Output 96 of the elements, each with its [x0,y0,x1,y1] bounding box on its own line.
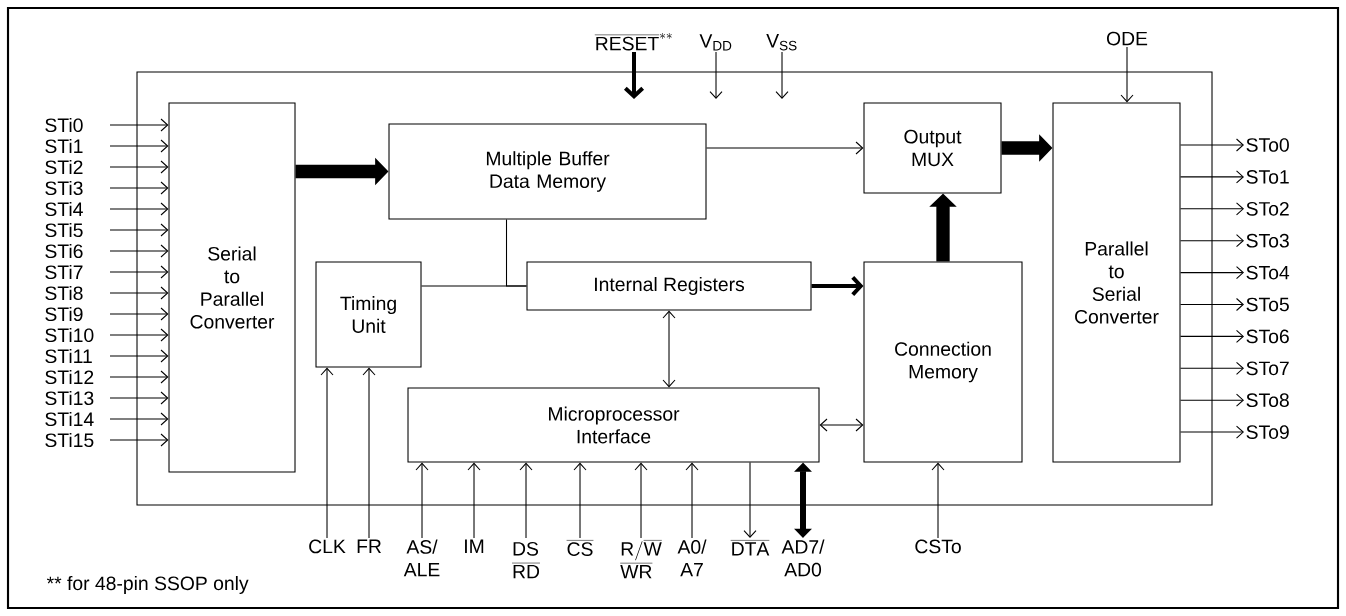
pin-label: CLK [309,539,346,554]
pin-label: STi3 [45,180,83,196]
pin-label: STi0 [45,117,83,133]
pin-label: STi5 [45,222,83,238]
pin-label: STi4 [45,201,83,217]
signal-arrow [320,367,334,539]
signal-arrow [362,367,376,539]
signal-arrow [1180,138,1244,152]
signal-arrow [1180,266,1244,280]
signal-arrow [931,462,945,539]
signal-arrow [109,118,169,132]
pin-label: ODE [1107,31,1148,46]
pin-label: STi6 [45,243,83,259]
pin-label: STi11 [45,348,92,364]
signal-arrow [819,418,864,432]
signal-arrow [109,286,169,300]
pin-label: STo2 [1246,201,1289,216]
chip-outline [136,71,1213,506]
signal-arrow [109,307,169,321]
pin-label: CSTo [915,539,961,554]
signal-arrow [109,349,169,363]
pin-label: STi2 [45,159,83,175]
function-block: Parallel to Serial Converter [1052,102,1181,463]
pin-label: STo9 [1246,425,1289,439]
function-block: Serial to Parallel Converter [168,102,296,473]
pin-label: STo6 [1246,329,1289,344]
pin-label: IM [465,539,484,553]
signal-arrow [109,244,169,258]
signal-arrow [109,391,169,405]
pin-label: V$_{DD}$ [699,34,732,51]
pin-label: $\begin{array}{@{}l@{}}\mathrm{DS}\\\overline{\mathrm{RD}}\end{array}$ [512,541,540,579]
signal-arrow [624,52,645,99]
signal-arrow [415,462,429,539]
pin-label: STi8 [45,285,83,301]
connector-line [421,285,527,287]
signal-arrow [662,310,676,388]
pin-label: STi9 [45,306,83,322]
signal-arrow [109,412,169,426]
pin-label: A0/ A7 [677,539,707,577]
pin-label: STi10 [45,327,94,343]
pin-label: $\overline{\mathrm{CS}}$ [566,540,594,556]
pin-label: STo3 [1246,233,1289,248]
footnote-text: ** for 48-pin SSOP only [46,576,249,594]
function-block: Timing Unit [315,261,422,368]
signal-arrow [109,370,169,384]
pin-label: $\begin{array}{@{}l@{}}\mathrm{R/}\overline{\mathrm{W}}\\\overline{\mathrm{WR}}\end{array}$ [620,540,662,579]
signal-arrow [1180,393,1244,407]
signal-arrow [1120,46,1134,103]
signal-arrow [109,223,169,237]
signal-arrow [709,51,723,99]
pin-label: STo0 [1246,138,1289,152]
signal-arrow [109,265,169,279]
pin-label: AD7/ AD0 [781,539,825,577]
pin-label: STi13 [45,390,94,406]
signal-arrow [1180,425,1244,439]
pin-label: $\overline{\mathrm{DTA}}$ [730,540,770,556]
function-block: Output MUX [863,102,1002,194]
signal-arrow [519,462,533,539]
signal-arrow [109,202,169,216]
pin-label: STo8 [1246,393,1289,408]
signal-arrow [109,433,169,447]
signal-arrow [685,462,699,539]
signal-arrow [1180,361,1244,375]
pin-label: STi7 [45,264,83,280]
function-block: Microprocessor Interface [407,387,820,463]
signal-arrow [1180,234,1244,248]
pin-label: STi15 [45,432,94,448]
pin-label: V$_{SS}$ [766,34,797,51]
function-block: Connection Memory [863,261,1023,463]
signal-arrow [109,139,169,153]
signal-arrow [109,160,169,174]
pin-label: STi1 [45,138,83,154]
pin-label: STo5 [1246,297,1289,312]
pin-label: FR [357,539,381,553]
signal-arrow [1180,170,1244,184]
signal-arrow [1180,297,1244,312]
pin-label: AS/ ALE [403,539,440,577]
signal-arrow [743,462,757,538]
pin-label: STo7 [1246,361,1289,376]
signal-arrow [1180,329,1244,343]
signal-arrow [573,462,587,539]
signal-arrow [634,462,648,539]
signal-arrow [109,181,169,195]
signal-arrow [775,51,789,99]
pin-label: STo4 [1246,265,1290,280]
signal-arrow [467,462,481,539]
pin-label: STi14 [45,411,94,427]
pin-label: STi12 [45,369,94,385]
pin-label: STo1 [1246,170,1289,184]
signal-arrow [109,328,169,342]
signal-arrow [811,275,864,296]
function-block: Multiple Buffer Data Memory [388,123,707,220]
signal-arrow [1180,202,1244,216]
function-block: Internal Registers [526,261,812,311]
pin-label: $\overline{\mathrm{RESET}}^{\mathrm{**}}$ [594,33,672,51]
signal-arrow [706,141,864,155]
